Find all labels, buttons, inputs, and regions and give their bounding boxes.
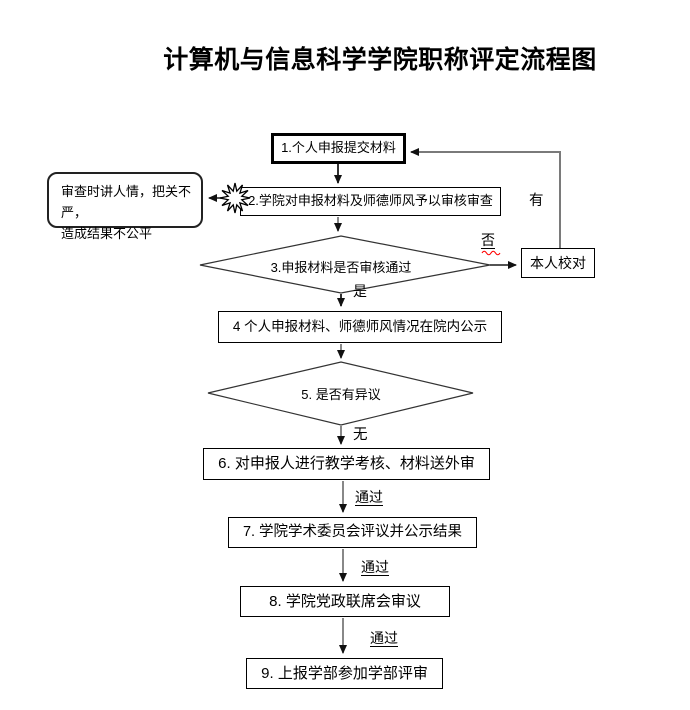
- step7-label: 7. 学院学术委员会评议并公示结果: [242, 524, 463, 541]
- decision3-label: 3.申报材料是否审核通过: [270, 260, 412, 275]
- step6-box: 6. 对申报人进行教学考核、材料送外审: [203, 448, 490, 480]
- step4-box: 4 个人申报材料、师德师风情况在院内公示: [218, 311, 502, 343]
- edge-label-have: 有: [529, 193, 544, 209]
- self-check-label: 本人校对: [530, 254, 586, 271]
- step8-label: 8. 学院党政联席会审议: [269, 592, 421, 610]
- step6-label: 6. 对申报人进行教学考核、材料送外审: [218, 455, 475, 473]
- edge-label-no: 否: [481, 232, 495, 248]
- decision5-label: 5. 是否有异议: [301, 387, 381, 402]
- note-callout: 审查时讲人情，把关不严， 造成结果不公平: [47, 172, 203, 241]
- step8-box: 8. 学院党政联席会审议: [240, 586, 450, 617]
- step9-label: 9. 上报学部参加学部评审: [261, 664, 428, 682]
- edge-label-pass-1: 通过: [355, 489, 383, 505]
- edge-label-pass-3: 通过: [370, 630, 398, 646]
- edge-label-pass-2: 通过: [361, 559, 389, 575]
- note-line1: 审查时讲人情，把关不严，: [61, 184, 192, 220]
- self-check-box: 本人校对: [521, 248, 595, 278]
- edge-label-none: 无: [353, 427, 368, 443]
- step9-box: 9. 上报学部参加学部评审: [246, 658, 443, 689]
- note-line2: 造成结果不公平: [61, 226, 153, 241]
- page-title: 计算机与信息科学学院职称评定流程图: [163, 47, 597, 74]
- step4-label: 4 个人申报材料、师德师风情况在院内公示: [232, 319, 488, 335]
- step1-box: 1.个人申报提交材料: [271, 133, 406, 164]
- spellcheck-squiggle: [481, 250, 501, 256]
- step7-box: 7. 学院学术委员会评议并公示结果: [228, 517, 477, 548]
- step1-label: 1.个人申报提交材料: [281, 140, 396, 156]
- edge-label-yes: 是: [353, 283, 367, 299]
- step2-box: 2.学院对申报材料及师德师风予以审核审查: [240, 187, 501, 216]
- step2-label: 2.学院对申报材料及师德师风予以审核审查: [248, 193, 493, 209]
